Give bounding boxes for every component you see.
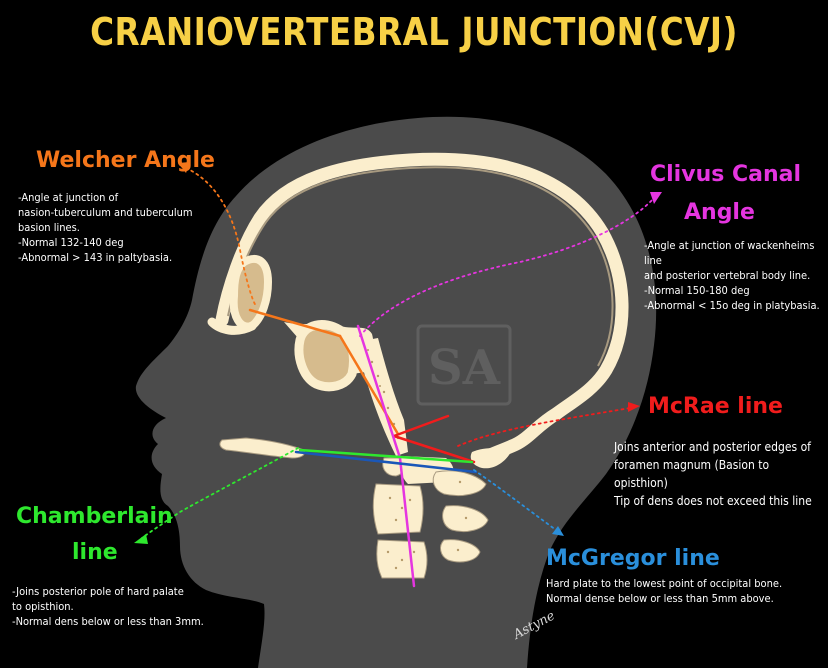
welcher-angle-heading: Welcher Angle (36, 148, 215, 173)
mcgregor-line (294, 450, 478, 474)
wackenheim-line (356, 324, 402, 460)
clivus-canal-angle-note: -Angle at junction of wackenheims line a… (644, 239, 820, 312)
welcher-arrowhead (178, 162, 190, 173)
page-title: CRANIOVERTEBRAL JUNCTION(CVJ) (90, 10, 738, 54)
chamberlain-line (298, 448, 474, 464)
nasal-bone (207, 317, 257, 335)
leader-lines (141, 167, 655, 539)
watermark-text: SA (428, 340, 501, 396)
mcrae-arrowhead (628, 402, 640, 412)
nasion-tuberculum-line (248, 308, 342, 338)
chamberlain-arrowhead (134, 534, 148, 544)
hard-palate (219, 437, 305, 459)
mcgregor-line-note: Hard plate to the lowest point of occipi… (546, 577, 783, 605)
c2-body (372, 483, 424, 535)
vertebra-marrow-dots (386, 480, 468, 570)
chamberlain-line-heading-line2: line (72, 540, 118, 565)
clivus-arrowhead (650, 192, 662, 204)
chamberlain-line-heading-line1: Chamberlain (16, 504, 173, 529)
skull-outline (215, 152, 629, 467)
clivus-marrow-dots (367, 349, 400, 440)
mcrae-line-heading: McRae line (648, 394, 783, 419)
welcher-angle-note: -Angle at junction of nasion-tuberculum … (18, 191, 193, 264)
mcrae-line-note: Joins anterior and posterior edges of fo… (614, 440, 812, 508)
occipital-bone (470, 448, 512, 469)
head-silhouette (135, 116, 657, 668)
skull-outline-inner (227, 166, 614, 367)
chamberlain-line-note: -Joins posterior pole of hard palate to … (12, 585, 204, 628)
c4-spinous-process (440, 539, 481, 563)
mcgregor-line-heading: McGregor line (546, 546, 720, 571)
sella-region (284, 322, 374, 374)
mcrae-lines (392, 414, 476, 464)
leader-arrowheads (134, 162, 662, 544)
clivus-canal-lines (356, 324, 416, 588)
posterior-vertebral-body-line (398, 456, 416, 588)
clivus-canal-angle-heading-line2: Angle (684, 200, 755, 225)
mcrae-line (392, 434, 476, 464)
mcgregor-leader (473, 469, 557, 531)
c2-spinous-process (432, 470, 487, 497)
clivus-canal-angle-heading-line1: Clivus Canal (650, 162, 802, 187)
welcher-leader (185, 167, 257, 307)
mcrae-line-upper (392, 414, 450, 438)
mcrae-leader (457, 407, 631, 447)
clivus-leader (359, 197, 655, 337)
mcgregor-arrowhead (552, 526, 564, 536)
watermark-logo: SA (416, 324, 512, 406)
